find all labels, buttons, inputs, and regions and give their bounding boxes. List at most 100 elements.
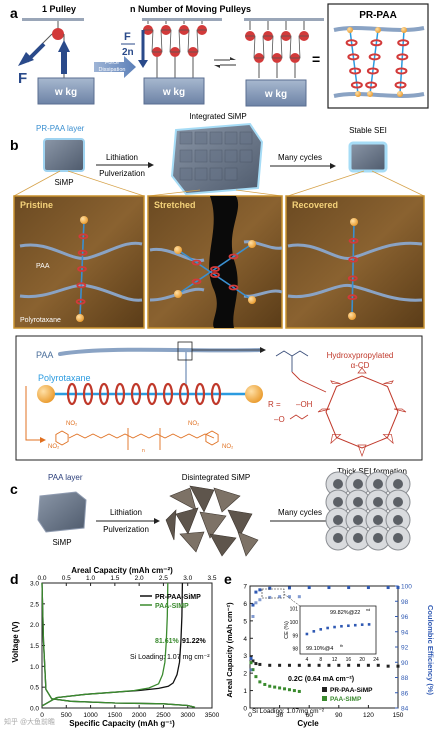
inset-point	[326, 626, 329, 630]
cyclodextrin-ring	[191, 259, 202, 266]
cyclodextrin-ring	[78, 233, 89, 240]
point-PAA-SIMP	[268, 684, 272, 688]
thick-sei-illustration	[325, 471, 411, 551]
inset-frame	[299, 605, 377, 655]
sei-core	[373, 479, 383, 489]
areal-capacity-top-label: Areal Capacity (mAh cm⁻²)	[71, 566, 173, 575]
polyrotaxane-chain	[177, 249, 253, 301]
si-loading-label-d: Si Loading: 1.07 mg cm⁻²	[130, 654, 210, 661]
y-right-tick-label: 90	[401, 660, 409, 667]
one-pulley-title: 1 Pulley	[42, 4, 76, 14]
disintegrated-simp-label: Disintegrated SiMP	[182, 473, 250, 482]
zoom-guides	[13, 170, 425, 197]
polyrotaxane-chain	[351, 221, 355, 317]
x-tick-label: 3000	[180, 712, 195, 719]
x-tick-label: 3500	[205, 712, 220, 719]
legend-pr-paa-simp-d: PR-PAA-SiMP	[155, 594, 201, 601]
panel-a: a 1 Pulley n Number of Moving Pulleys F …	[10, 3, 429, 109]
legend-paa-simp-d: PAA-SIMP	[155, 603, 189, 610]
point-CE PAA-SIMP	[287, 595, 291, 599]
point-PR-PAA-SiMP	[278, 663, 282, 667]
up-arrow-icon	[58, 40, 70, 52]
sei-core	[393, 533, 403, 543]
inset-x-tick-label: 20	[359, 657, 365, 663]
x-tick-label: 120	[363, 712, 374, 719]
point-PR-PAA-SiMP	[327, 663, 331, 667]
point-CE PAA-SIMP	[251, 615, 255, 618]
no2-label-3: NO₂	[188, 421, 200, 427]
point-PR-PAA-SiMP	[366, 663, 370, 667]
point-CE PR-PAA-SiMP	[287, 586, 291, 590]
si-shard	[209, 533, 237, 557]
point-CE PR-PAA-SiMP	[386, 586, 390, 590]
crack-gap	[209, 196, 239, 328]
inset-y-tick-label: 98	[292, 647, 298, 653]
weight-block-3	[245, 79, 307, 107]
pr-paa-network-illustration	[333, 26, 425, 98]
stopper-bead	[248, 296, 256, 304]
point-CE PR-PAA-SiMP	[366, 586, 370, 590]
point-PR-PAA-SiMP	[307, 663, 311, 667]
si-shard	[199, 511, 227, 539]
force-arrow-icon	[18, 52, 34, 66]
point-PAA-SIMP	[249, 661, 253, 665]
y-left-tick-label: 5	[243, 618, 247, 625]
paa-chain	[19, 241, 143, 260]
y-right-tick-label: 100	[401, 584, 412, 591]
sei-core	[353, 515, 363, 525]
x-tick-label: 2000	[132, 712, 147, 719]
point-PR-PAA-SiMP	[287, 663, 291, 667]
panel-d-label: d	[10, 571, 19, 587]
point-PR-PAA-SiMP	[386, 664, 390, 668]
ce-pr-label: 91.22%	[182, 638, 207, 645]
y-right-tick-label: 84	[401, 706, 409, 713]
polyrotaxane-label-small: Polyrotaxane	[20, 317, 61, 324]
ce-paa-label: 81.61%	[155, 638, 180, 645]
paa-label: PAA	[36, 350, 53, 360]
point-CE PAA-SIMP	[254, 601, 258, 605]
cyclodextrin-ring	[228, 253, 239, 260]
y-left-tick-label: 0	[243, 706, 247, 713]
plot-frame	[41, 582, 213, 709]
point-CE PR-PAA-SiMP	[307, 586, 311, 590]
y-right-tick-label: 92	[401, 645, 409, 652]
cyclodextrin-ring	[82, 382, 94, 406]
inset-point	[360, 623, 364, 626]
y-tick-label: 0.0	[30, 706, 39, 713]
paa-label-small: PAA	[36, 263, 50, 270]
sei-core	[353, 533, 363, 543]
cyclodextrin-ring	[210, 272, 220, 278]
panel-e-label: e	[224, 571, 232, 587]
lithiation-label-c: Lithiation	[110, 508, 142, 517]
point-PR-PAA-SiMP	[268, 663, 272, 667]
glucose-unit	[330, 434, 342, 445]
chemical-structure-box: PAA Polyrotaxane Hydroxypropylated α-CD …	[15, 335, 423, 461]
cyclodextrin-ring	[162, 382, 174, 406]
panel-b-label: b	[10, 137, 19, 153]
stopper-bead	[174, 290, 182, 298]
cyclodextrin-ring	[397, 39, 410, 47]
point-CE PAA-SIMP	[249, 668, 253, 672]
legend-paa-simp-e: PAA-SIMP	[330, 696, 362, 703]
equals-sign: =	[312, 51, 320, 67]
glucose-unit	[330, 380, 341, 384]
inset-y-tick-label: 101	[290, 607, 299, 613]
peg-backbone	[68, 433, 215, 439]
point-PR-PAA-SiMP	[251, 659, 255, 663]
cyclodextrin-ring	[366, 67, 379, 75]
x-tick-label: 60	[306, 712, 314, 719]
x-tick-label: 0	[40, 712, 44, 719]
point-PR-PAA-SiMP	[347, 663, 351, 667]
sei-core	[373, 515, 383, 525]
inset-y-tick-label: 100	[290, 620, 299, 626]
cyclodextrin-ring	[130, 382, 142, 406]
pristine-panel: Pristine PAA Polyrotaxane	[13, 195, 145, 329]
x-tick-label: 30	[276, 712, 284, 719]
cyclodextrin-ring	[347, 275, 358, 282]
y-right-tick-label: 86	[401, 690, 409, 697]
stable-sei-label: Stable SEI	[349, 126, 387, 135]
sei-core	[373, 497, 383, 507]
